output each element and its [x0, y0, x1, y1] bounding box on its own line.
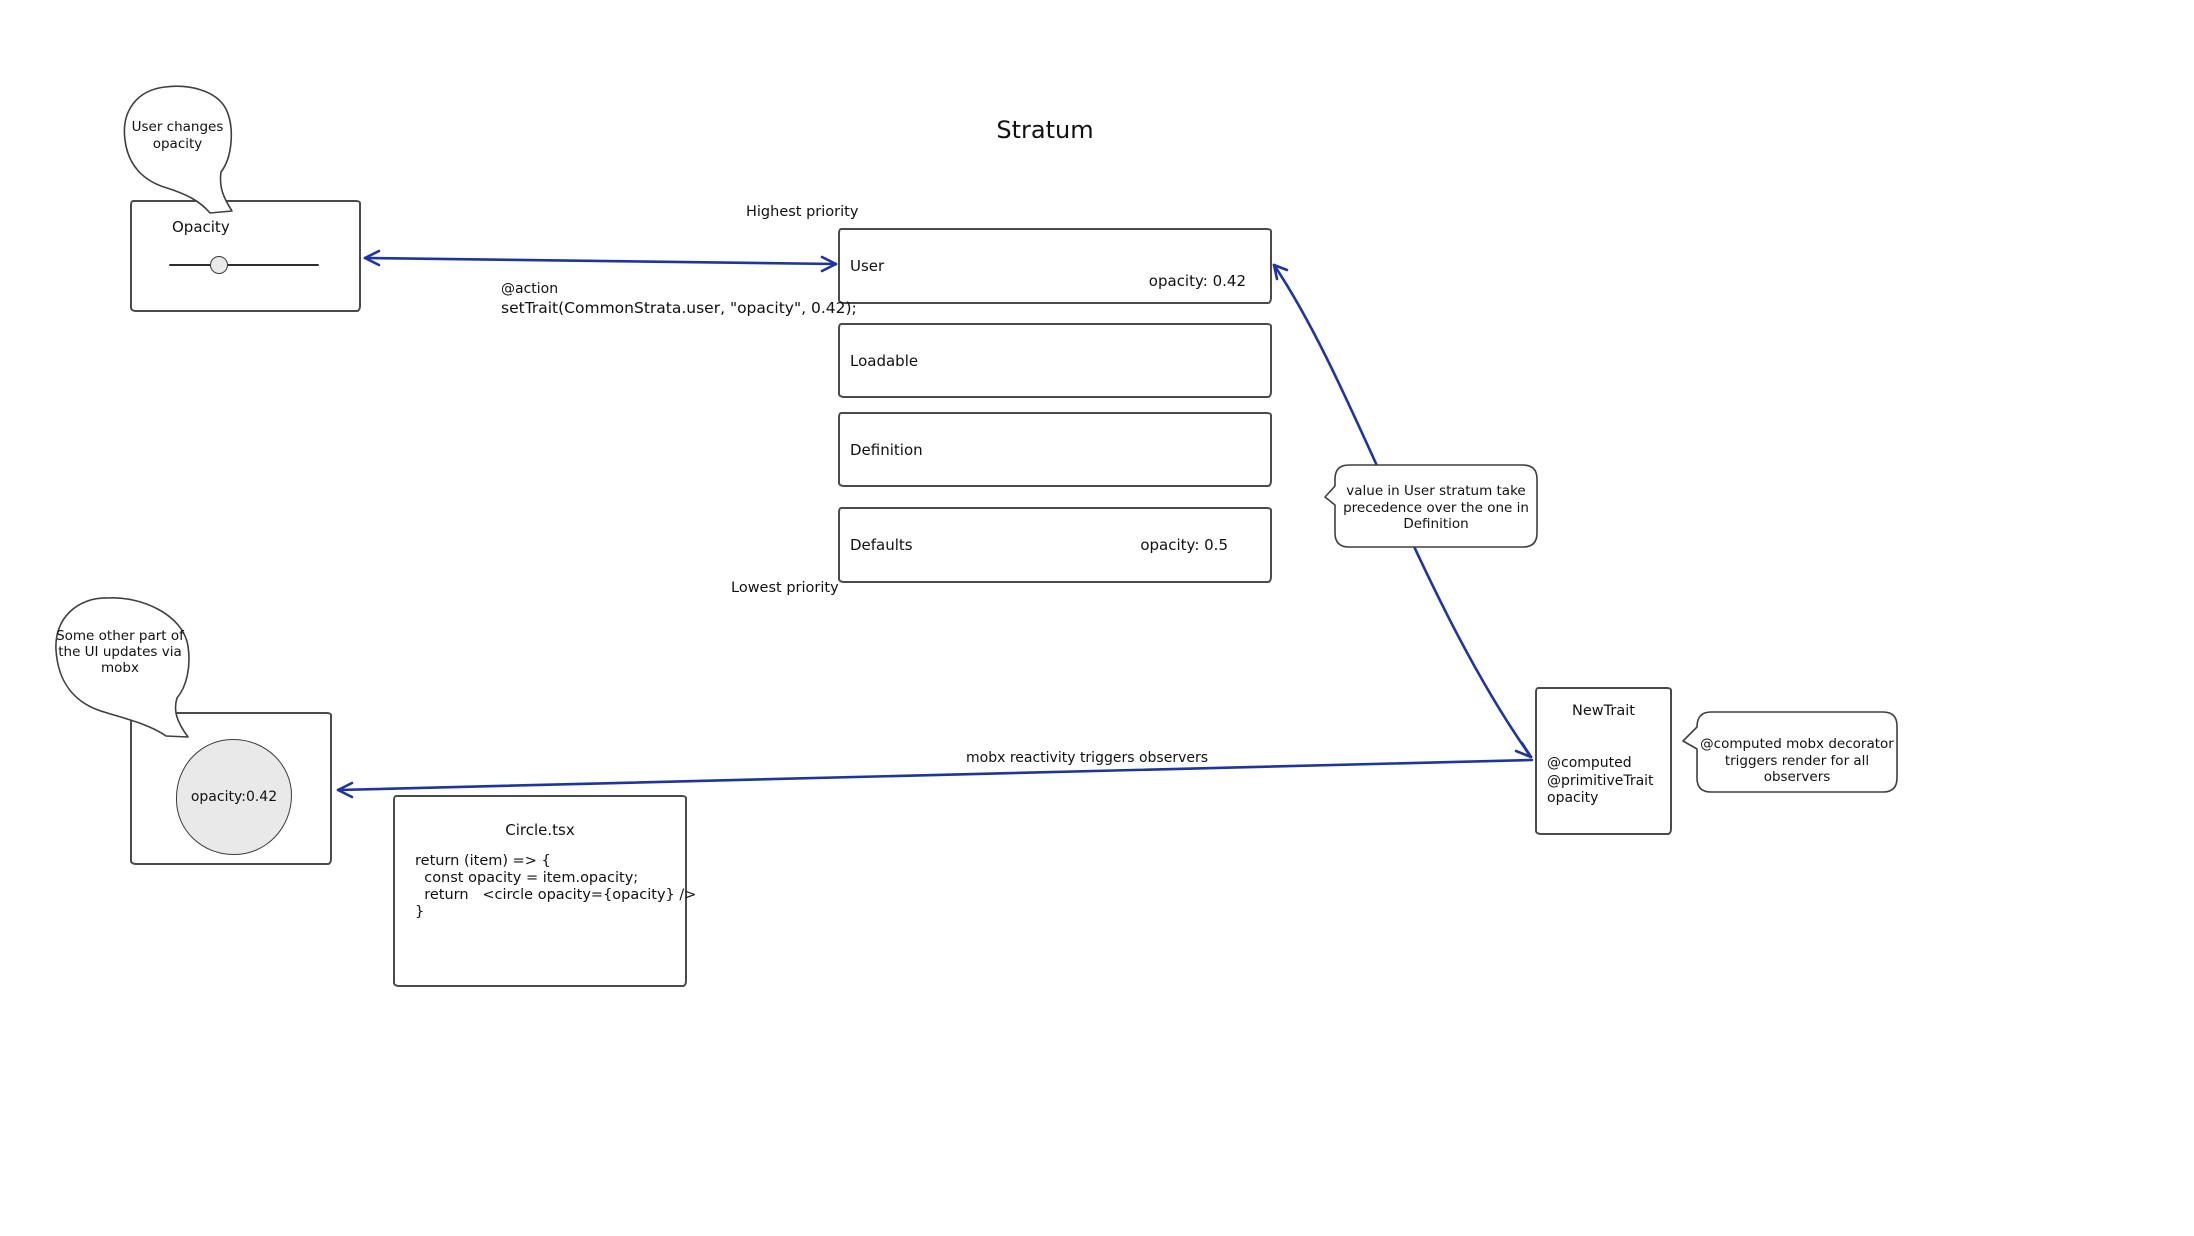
stratum-box-loadable: Loadable	[838, 323, 1272, 398]
bubble-text-computed: @computed mobx decorator triggers render…	[1700, 736, 1894, 785]
stratum-label: Loadable	[850, 351, 919, 370]
bubble-text-user-changes: User changes opacity	[131, 119, 224, 152]
arrow-newtrait-to-circle	[336, 758, 1534, 799]
newtrait-box: NewTrait @computed @primitiveTrait opaci…	[1535, 687, 1672, 835]
opacity-panel: Opacity	[130, 200, 361, 312]
settrait-call-line: setTrait(CommonStrata.user, "opacity", 0…	[501, 299, 857, 317]
stratum-box-user: User opacity: 0.42	[838, 228, 1272, 304]
opacity-slider-track[interactable]	[169, 264, 319, 266]
code-box-source: return (item) => { const opacity = item.…	[415, 853, 697, 920]
newtrait-decorators: @computed @primitiveTrait opacity	[1547, 755, 1654, 806]
stratum-label: Definition	[850, 440, 923, 459]
action-decorator-line: @action	[501, 281, 559, 297]
opacity-panel-title: Opacity	[172, 218, 230, 236]
diagram-title: Stratum	[996, 116, 1094, 144]
circle-opacity-value: opacity:0.42	[190, 789, 278, 805]
circle-render-panel: opacity:0.42	[130, 712, 332, 865]
bubble-text-ui-updates: Some other part of the UI updates via mo…	[56, 628, 184, 676]
circle-tsx-code-box: Circle.tsx return (item) => { const opac…	[393, 795, 696, 987]
stratum-box-defaults: Defaults opacity: 0.5	[838, 507, 1272, 583]
mobx-arrow-label: mobx reactivity triggers observers	[966, 750, 1209, 766]
stratum-label: Defaults	[850, 536, 913, 554]
newtrait-title: NewTrait	[1572, 703, 1635, 719]
stratum-box-definition: Definition	[838, 412, 1272, 487]
stratum-label: User	[850, 257, 885, 275]
code-box-title: Circle.tsx	[505, 821, 575, 839]
bubble-text-precedence: value in User stratum take precedence ov…	[1343, 483, 1529, 532]
stratum-value: opacity: 0.5	[1140, 536, 1228, 554]
arrow-opacity-to-user	[363, 249, 838, 273]
settrait-code-annotation: @action setTrait(CommonStrata.user, "opa…	[501, 280, 857, 318]
highest-priority-label: Highest priority	[746, 204, 859, 220]
stratum-value: opacity: 0.42	[1148, 272, 1246, 290]
rendered-circle: opacity:0.42	[176, 739, 292, 855]
lowest-priority-label: Lowest priority	[731, 580, 839, 596]
opacity-slider-knob[interactable]	[210, 256, 228, 274]
